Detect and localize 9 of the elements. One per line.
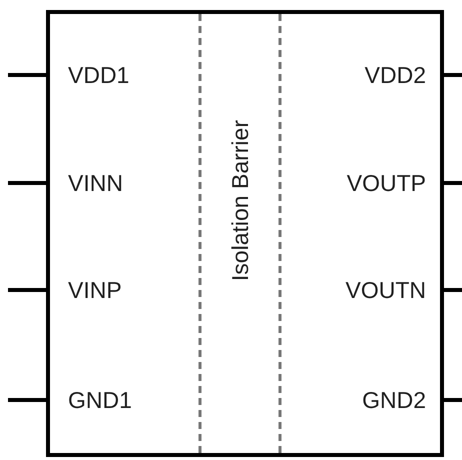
pin-label: VINN [68, 170, 123, 196]
pin-label: GND2 [362, 387, 426, 413]
pin-label: VOUTP [346, 170, 426, 196]
pin-label: VDD2 [364, 62, 426, 88]
pin-label: VDD1 [68, 62, 130, 88]
pin-label: VINP [68, 277, 122, 303]
barrier-label: Isolation Barrier [227, 120, 253, 282]
pin-label: GND1 [68, 387, 132, 413]
pin-label: VOUTN [346, 277, 426, 303]
